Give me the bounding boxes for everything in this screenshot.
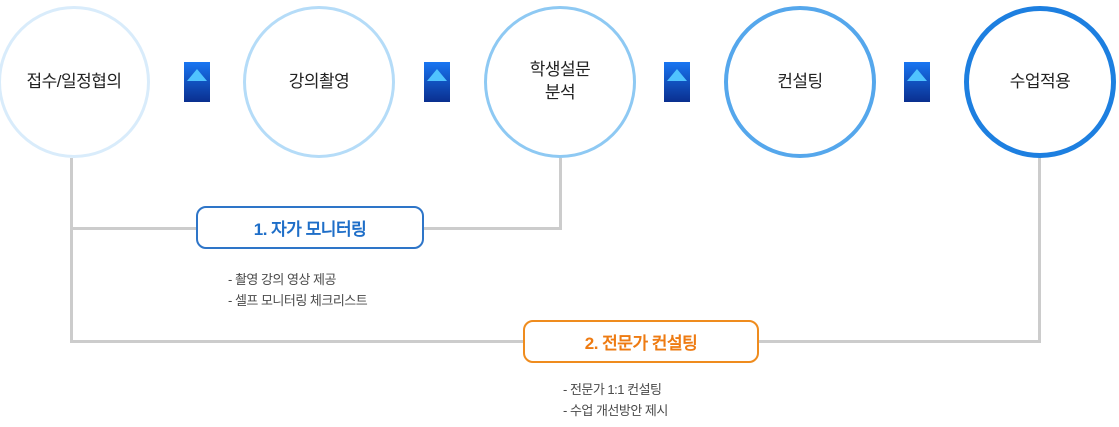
connector-line-step3-vertical [559, 158, 562, 230]
expert-consulting-note-line: - 수업 개선방안 제시 [563, 402, 668, 418]
step-circle-lecture-filming: 강의촬영 [243, 6, 395, 158]
flow-arrow-icon [184, 62, 210, 102]
self-monitoring-note-line: - 셀프 모니터링 체크리스트 [228, 292, 368, 308]
step-circle-reception: 접수/일정협의 [0, 6, 150, 158]
step-label-reception: 접수/일정협의 [26, 71, 122, 91]
step-circle-survey-analysis: 학생설문 분석 [484, 6, 636, 158]
step-label-class-application: 수업적용 [1009, 71, 1071, 91]
connector-line-step1-vertical [70, 158, 73, 343]
connector-line-box2-left [70, 340, 525, 343]
self-monitoring-box: 1. 자가 모니터링 [196, 206, 424, 249]
flow-arrow-icon [424, 62, 450, 102]
self-monitoring-title: 1. 자가 모니터링 [253, 220, 367, 239]
step-label-lecture-filming: 강의촬영 [288, 71, 350, 91]
connector-line-box1-left [70, 227, 198, 230]
step-circle-consulting: 컨설팅 [724, 6, 876, 158]
self-monitoring-notes: - 촬영 강의 영상 제공 - 셀프 모니터링 체크리스트 [228, 270, 368, 312]
expert-consulting-note-line: - 전문가 1:1 컨설팅 [563, 382, 662, 397]
connector-line-box2-right [757, 340, 1041, 343]
flow-arrow-icon [904, 62, 930, 102]
step-circle-class-application: 수업적용 [964, 6, 1116, 158]
connector-line-step5-vertical [1038, 158, 1041, 343]
connector-line-box1-right [423, 227, 562, 230]
expert-consulting-box: 2. 전문가 컨설팅 [523, 320, 759, 363]
expert-consulting-notes: - 전문가 1:1 컨설팅 - 수업 개선방안 제시 [563, 380, 668, 422]
flow-arrow-icon [664, 62, 690, 102]
expert-consulting-title: 2. 전문가 컨설팅 [584, 334, 698, 353]
self-monitoring-note-line: - 촬영 강의 영상 제공 [228, 272, 336, 287]
step-label-survey-analysis: 학생설문 분석 [529, 60, 591, 102]
step-label-consulting: 컨설팅 [777, 71, 823, 91]
